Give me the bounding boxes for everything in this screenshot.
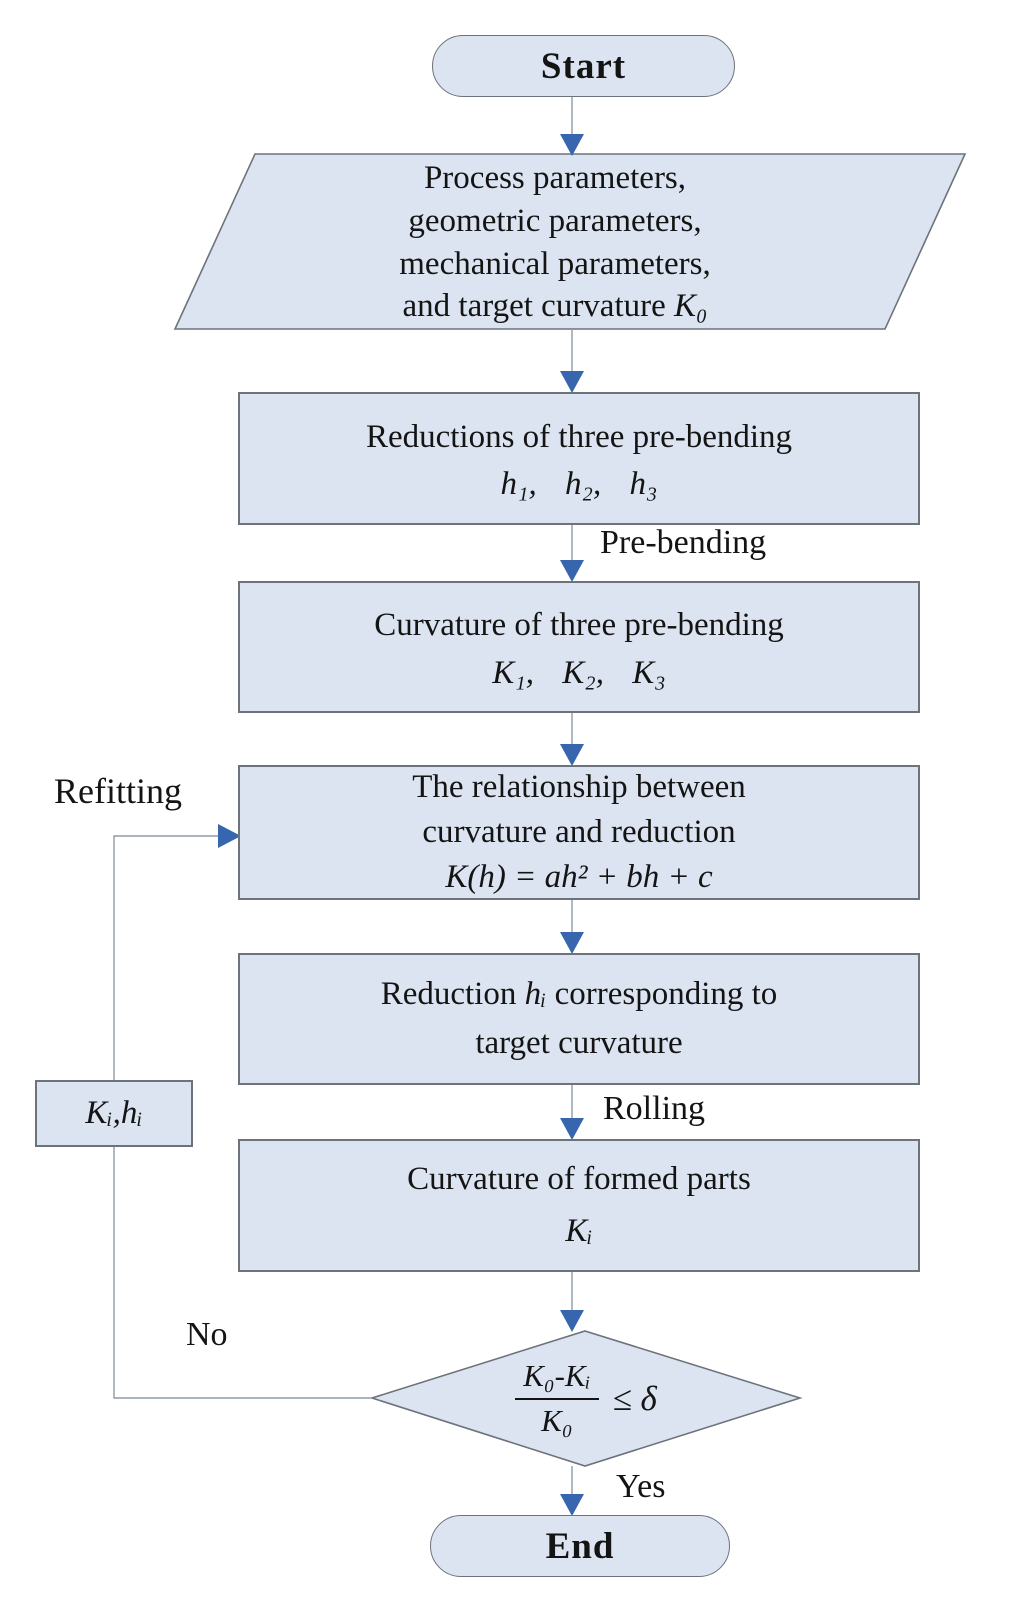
arrowhead-into-reductions (560, 371, 584, 393)
decision-node-text: K₀-Kᵢ K₀ ≤ δ (430, 1338, 742, 1460)
arrowhead-into-curvature (560, 560, 584, 582)
relationship-line-2: curvature and reduction (422, 814, 736, 851)
reduction-target-line-1: Reduction hᵢ corresponding to (380, 975, 778, 1012)
prebending-curvature-node: Curvature of three pre-bending K₁, K₂, K… (238, 581, 920, 713)
reduction-target-node: Reduction hᵢ corresponding to target cur… (238, 953, 920, 1085)
reduction-symbol: hᵢ (524, 975, 547, 1012)
formed-curvature-node: Curvature of formed parts Kᵢ (238, 1139, 920, 1272)
relationship-node: The relationship between curvature and r… (238, 765, 920, 900)
prebending-curvature-line-1: Curvature of three pre-bending (374, 607, 784, 644)
loop-values-node: Kᵢ,hᵢ (35, 1080, 193, 1147)
reductions-line-1: Reductions of three pre-bending (365, 418, 793, 455)
arrowhead-into-formed (560, 1118, 584, 1140)
edge-label-no: No (186, 1316, 228, 1353)
formed-curvature-line-1: Curvature of formed parts (407, 1161, 751, 1198)
edge-label-refitting: Refitting (54, 771, 182, 811)
edge-label-rolling: Rolling (603, 1090, 706, 1127)
decision-denominator: K₀ (541, 1403, 573, 1438)
end-node: End (430, 1515, 730, 1577)
input-line-4: and target curvature K₀ (402, 288, 708, 325)
end-label: End (545, 1525, 615, 1567)
reductions-node: Reductions of three pre-bending h₁, h₂, … (238, 392, 920, 525)
input-node-text: Process parameters, geometric parameters… (225, 156, 885, 329)
relationship-line-1: The relationship between (412, 769, 746, 806)
input-line-2: geometric parameters, (408, 202, 702, 239)
formed-curvature-symbol: Kᵢ (565, 1212, 593, 1249)
arrowhead-into-decision (560, 1310, 584, 1332)
reduction-target-line-2: target curvature (475, 1025, 683, 1061)
start-label: Start (540, 45, 627, 87)
input-parallelogram-shape (173, 153, 967, 330)
arrowhead-refitting (218, 824, 241, 848)
start-node: Start (432, 35, 735, 97)
decision-condition: ≤ δ (612, 1379, 657, 1418)
arrowhead-into-end (560, 1494, 584, 1516)
edge-label-prebending: Pre-bending (600, 524, 767, 561)
reductions-symbols: h₁, h₂, h₃ (500, 466, 658, 503)
arrowhead-into-input (560, 134, 584, 156)
relationship-formula: K(h) = ah² + bh + c (445, 859, 713, 896)
edge-label-yes: Yes (616, 1468, 666, 1505)
input-line-3: mechanical parameters, (399, 245, 711, 282)
input-line-1: Process parameters, (423, 159, 687, 196)
arrowhead-into-reduction (560, 932, 584, 954)
target-curvature-symbol: K₀ (674, 288, 708, 325)
arrowhead-into-relationship (560, 744, 584, 766)
prebending-curvature-symbols: K₁, K₂, K₃ (492, 654, 666, 691)
decision-numerator: K₀-Kᵢ (515, 1357, 599, 1400)
decision-fraction: K₀-Kᵢ K₀ (515, 1357, 599, 1441)
